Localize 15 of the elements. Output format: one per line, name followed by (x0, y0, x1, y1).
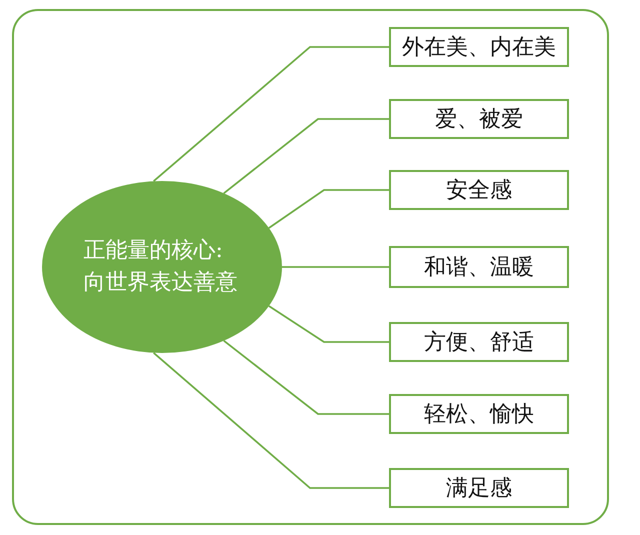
connector-line (223, 118, 389, 194)
text-box: 外在美、内在美 (389, 27, 569, 67)
text-box: 方便、舒适 (389, 322, 569, 362)
connector-line (268, 189, 389, 229)
text-box: 安全感 (389, 170, 569, 210)
text-box: 满足感 (389, 468, 569, 508)
connector-line (223, 340, 389, 415)
connector-line (153, 352, 389, 489)
connector-line (153, 46, 389, 182)
text-box: 爱、被爱 (389, 99, 569, 139)
connector-line (268, 305, 389, 343)
text-box: 轻松、愉快 (389, 394, 569, 434)
connector-line (282, 266, 389, 268)
central-ellipse: 正能量的核心:向世界表达善意 (42, 181, 282, 353)
text-box: 和谐、温暖 (389, 246, 569, 288)
